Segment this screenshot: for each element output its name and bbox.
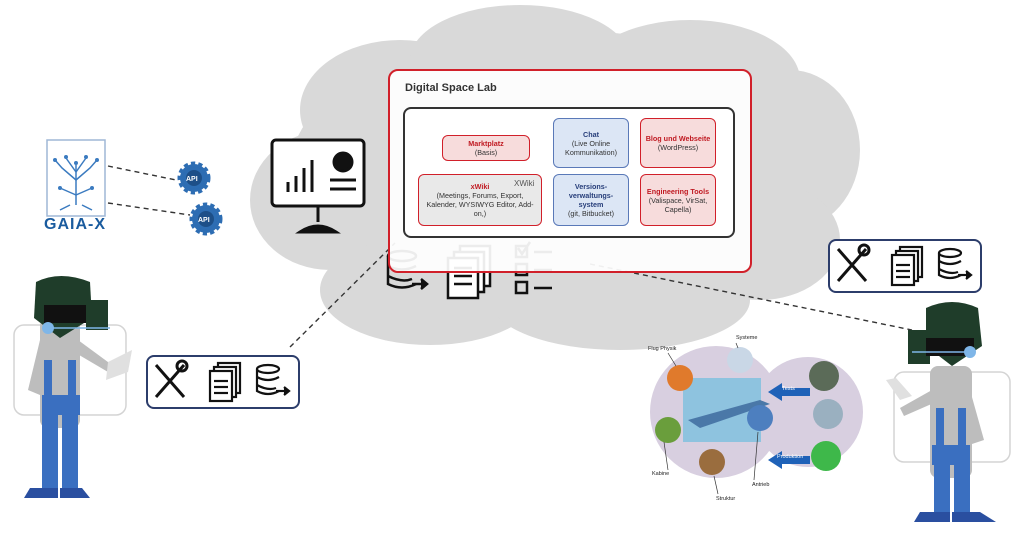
person-left-illustration [13,276,132,498]
gaia-x-tree-icon [46,139,106,217]
database-export-icon [255,363,291,396]
module-subtitle: (Valispace, VirSat, Capella) [648,195,708,214]
module-title: xWiki [470,182,490,191]
module-blog[interactable]: Blog und Webseite (WordPress) [640,118,716,168]
module-title: Versions-verwaltungs-system [568,182,614,209]
module-title: Chat [583,129,599,139]
person-right-illustration [886,302,1011,522]
tool-panel-icons [154,359,291,403]
tools-icon [836,243,871,282]
database-export-icon [937,247,973,280]
gaia-x-label: GAIA-X [44,216,106,233]
module-marktplatz[interactable]: Marktplatz (Basis) [442,135,530,161]
module-xwiki[interactable]: xWiki (Meetings, Forums, Export, Kalende… [418,174,542,226]
module-subtitle: (Live Online Kommunikation) [565,138,617,157]
svg-text:API: API [198,217,210,224]
tool-panel-left [146,355,300,409]
dashed-connectors [107,165,913,348]
label-struktur: Struktur [716,496,736,502]
svg-text:API: API [186,176,198,183]
label-produktion: Produktion [777,454,804,460]
lab-title: Digital Space Lab [405,82,497,94]
module-title: Engineering Tools [646,186,710,196]
tools-icon [154,359,189,398]
label-kabine: Kabine [652,471,670,477]
documents-icon [208,361,242,403]
module-chat[interactable]: Chat (Live Online Kommunikation) [553,118,629,168]
aviation-domain-cluster [650,342,863,495]
label-tests: Tests [782,386,795,392]
module-subtitle: (WordPress) [657,143,699,152]
tool-panel-right [828,239,982,293]
module-subtitle: (Basis) [474,148,498,157]
module-title: Marktplatz [468,139,504,148]
label-systeme: Systeme [736,335,758,341]
label-antrieb: Antrieb [752,482,770,488]
gear-api-icon: API [177,161,211,195]
module-subtitle: (Meetings, Forums, Export, Kalender, WYS… [426,191,534,218]
xwiki-logo: XWiki [514,179,535,188]
label-flug-physik: Flug Physik [648,346,677,352]
module-engineering[interactable]: Engineering Tools (Valispace, VirSat, Ca… [640,174,716,226]
gear-api-icon: API [189,202,223,236]
monitor-chart-icon [270,138,366,234]
documents-icon [890,245,924,287]
module-title: Blog und Webseite [645,134,711,143]
module-subtitle: (git, Bitbucket) [568,209,614,218]
module-versions[interactable]: Versions-verwaltungs-system (git, Bitbuc… [553,174,629,226]
tool-panel-icons [836,243,973,287]
